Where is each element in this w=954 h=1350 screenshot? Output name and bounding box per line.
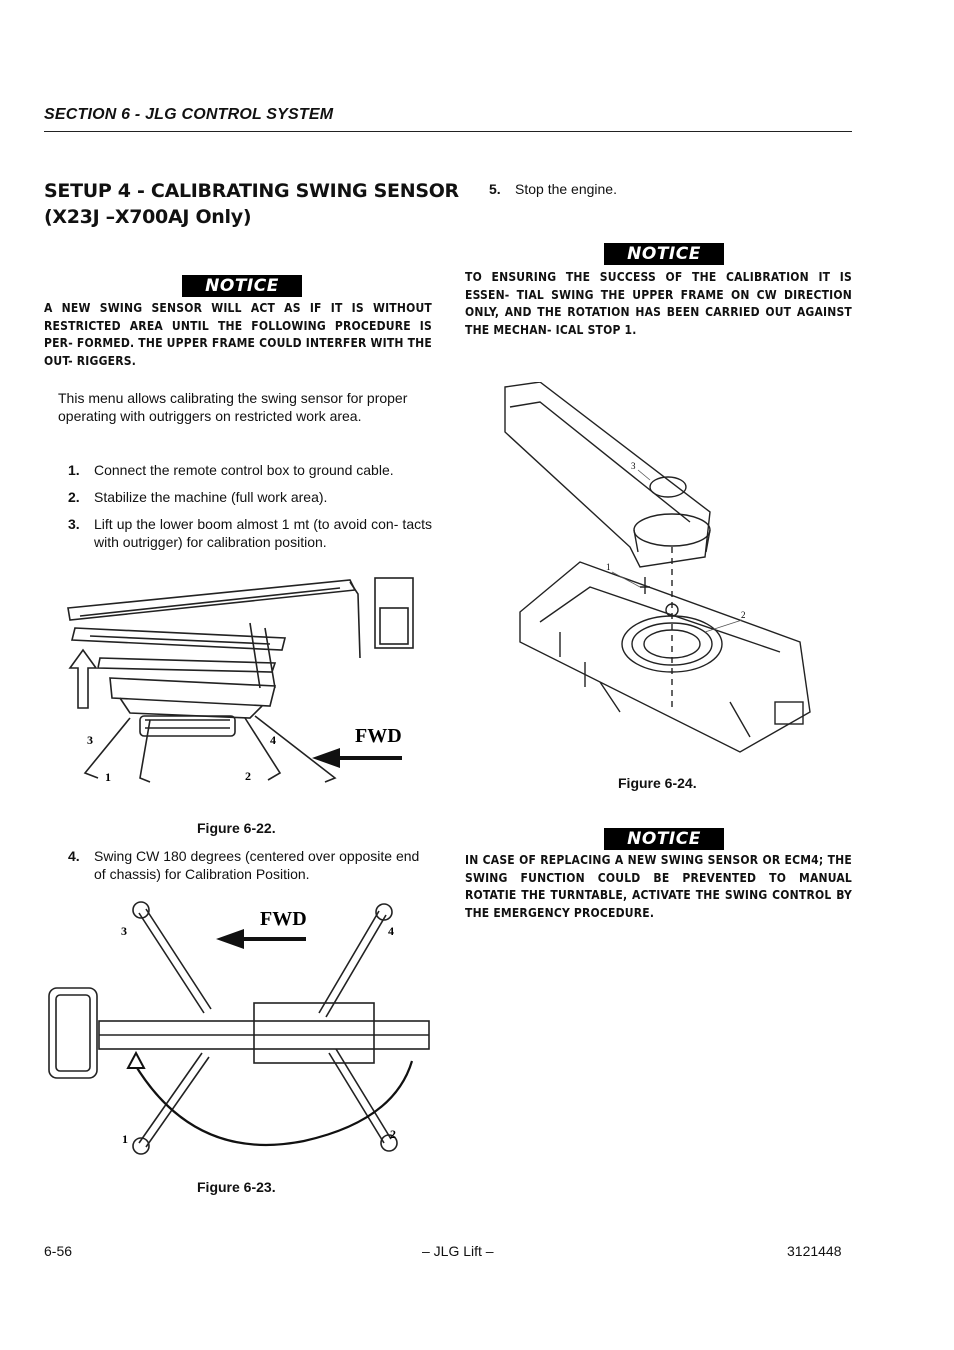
fwd-label: FWD — [355, 725, 402, 747]
footer-doc-number: 3121448 — [787, 1243, 842, 1259]
step-item: 5. Stop the engine. — [489, 180, 852, 200]
title-line-2: (X23J –X700AJ Only) — [44, 206, 252, 228]
step-text: Connect the remote control box to ground… — [94, 462, 394, 478]
outrigger-label-4: 4 — [270, 733, 276, 747]
step-text: Lift up the lower boom almost 1 mt (to a… — [94, 516, 432, 550]
part-label-2: 2 — [741, 610, 746, 620]
title-line-1: SETUP 4 - CALIBRATING SWING SENSOR — [44, 180, 459, 202]
figure-6-24-turntable-exploded-view: 3 1 2 — [504, 382, 811, 753]
figure-6-23-caption: Figure 6-23. — [197, 1179, 276, 1195]
notice-text-1: A NEW SWING SENSOR WILL ACT AS IF IT IS … — [44, 301, 432, 368]
step-item: 1. Connect the remote control box to gro… — [68, 461, 432, 481]
page-title: SETUP 4 - CALIBRATING SWING SENSOR (X23J… — [44, 178, 459, 230]
part-label-1: 1 — [606, 562, 611, 572]
notice-text-2: TO ENSURING THE SUCCESS OF THE CALIBRATI… — [465, 270, 852, 337]
outrigger-label-3: 3 — [121, 924, 127, 938]
notice-badge: NOTICE — [182, 275, 302, 297]
figure-6-23-top-view-illustration: FWD 3 4 1 2 — [48, 901, 430, 1155]
step-item: 3. Lift up the lower boom almost 1 mt (t… — [68, 515, 432, 553]
outrigger-label-3: 3 — [87, 733, 93, 747]
figure-6-22-caption: Figure 6-22. — [197, 820, 276, 836]
notice-text-3: IN CASE OF REPLACING A NEW SWING SENSOR … — [465, 853, 852, 920]
footer-page-number: 6-56 — [44, 1243, 73, 1259]
notice-badge: NOTICE — [604, 243, 724, 265]
notice-badge: NOTICE — [604, 828, 724, 850]
intro-paragraph: This menu allows calibrating the swing s… — [58, 390, 408, 424]
part-label-3: 3 — [631, 461, 636, 471]
footer-title: – JLG Lift – — [422, 1243, 494, 1259]
fwd-label: FWD — [260, 908, 307, 930]
step-number: 2. — [68, 489, 80, 505]
outrigger-label-4: 4 — [388, 924, 394, 938]
step-number: 3. — [68, 516, 80, 532]
outrigger-label-1: 1 — [105, 770, 111, 784]
step-text: Swing CW 180 degrees (centered over oppo… — [94, 848, 420, 882]
step-item: 2. Stabilize the machine (full work area… — [68, 488, 432, 508]
step-number: 1. — [68, 462, 80, 478]
section-header: SECTION 6 - JLG CONTROL SYSTEM — [44, 106, 334, 123]
step-text: Stop the engine. — [515, 181, 617, 197]
step-number: 5. — [489, 181, 501, 197]
figure-6-22-boom-lift-illustration: FWD 3 4 1 2 — [67, 577, 414, 784]
step-text: Stabilize the machine (full work area). — [94, 489, 328, 505]
outrigger-label-2: 2 — [390, 1127, 396, 1141]
outrigger-label-1: 1 — [122, 1132, 128, 1146]
step-item: 4. Swing CW 180 degrees (centered over o… — [68, 847, 432, 885]
step-number: 4. — [68, 848, 80, 864]
outrigger-label-2: 2 — [245, 769, 251, 783]
figure-6-24-caption: Figure 6-24. — [618, 775, 697, 791]
header-divider — [44, 131, 852, 132]
